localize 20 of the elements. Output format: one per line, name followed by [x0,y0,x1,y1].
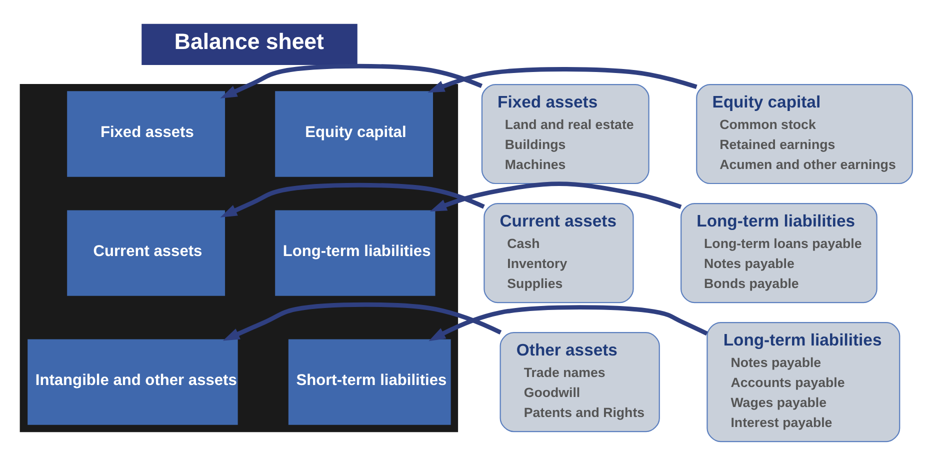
node-box: Equity capital [272,88,436,180]
arrow [220,182,485,218]
node-box: Fixed assets Land and real estate Buildings Machines [481,84,650,184]
node-box: Current assets [64,208,228,298]
cluster [20,84,458,432]
node-box: Current assets Cash Inventory Supplies [484,202,634,304]
node-box: Short-term liabilities [286,337,454,428]
node-box: Other assets Trade names Goodwill Patents and Rights [500,332,660,432]
node-box: Equity capital Common stock Retained earnings Acumen and other earnings [696,84,913,184]
arrow [220,64,483,98]
node-box: Long-term liabilities Notes payable Accounts payable Wages payable Interest payable [706,322,900,442]
arrow [430,182,682,212]
arrow [222,302,502,341]
node-box: Fixed assets [64,88,228,180]
node-box: Long-term liabilities [272,208,438,298]
arrow [428,305,708,342]
node-box: Intangible and other assets [25,337,240,428]
arrow [428,67,698,93]
node-box: Long-term liabilities Long-term loans payable Notes payable Bonds payable [680,202,878,304]
node-box: Balance sheet [142,24,358,66]
